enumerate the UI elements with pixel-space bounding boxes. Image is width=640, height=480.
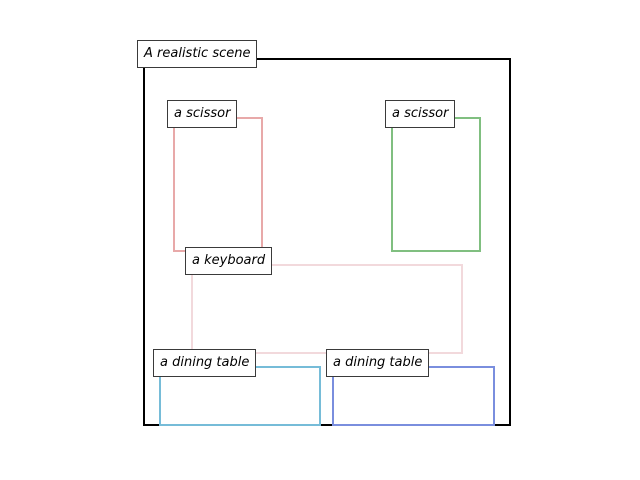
scissor-left-box: [173, 117, 263, 252]
dining-table-right-label: a dining table: [326, 349, 430, 377]
keyboard-box: [191, 264, 463, 354]
dining-table-left-label: a dining table: [153, 349, 257, 377]
scissor-right-label: a scissor: [385, 100, 456, 128]
keyboard-label: a keyboard: [185, 247, 273, 275]
scissor-left-label: a scissor: [167, 100, 238, 128]
scene-label: A realistic scene: [137, 40, 258, 68]
scissor-right-box: [391, 117, 481, 252]
scene-frame: [143, 58, 511, 426]
